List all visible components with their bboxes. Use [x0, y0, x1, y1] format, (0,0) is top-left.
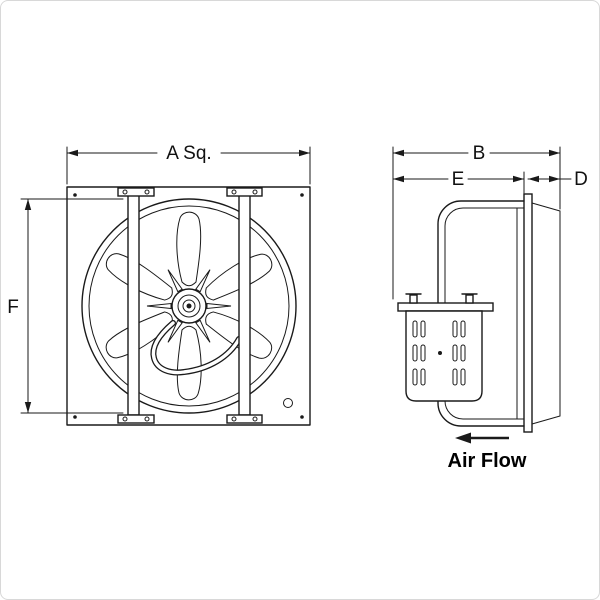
dim-d-label: D	[574, 169, 588, 190]
air-flow-label: Air Flow	[448, 450, 527, 472]
right-rail	[238, 194, 251, 416]
dim-e-label: E	[452, 169, 465, 190]
conduit-tube	[150, 320, 242, 376]
front-view	[66, 186, 311, 426]
air-flow-arrow-icon	[455, 432, 471, 444]
dim-f-label: F	[7, 297, 19, 318]
front-panel-outline	[66, 186, 311, 426]
dimension-b: B	[392, 143, 561, 300]
venturi-protrusion	[531, 202, 561, 425]
dimension-d: D	[527, 169, 588, 190]
rail-foot-plates	[117, 187, 263, 424]
motor-mount-plate	[397, 302, 494, 312]
dim-a-label: A Sq.	[166, 143, 211, 164]
motor-vent-slots	[412, 320, 466, 386]
wall-panel-edge	[523, 193, 533, 433]
venturi-inner-ring	[88, 205, 290, 407]
drain-hole	[283, 398, 293, 408]
dimension-e: E	[392, 169, 525, 194]
side-view	[397, 193, 561, 433]
fan-hub	[171, 288, 207, 324]
hub-spider	[146, 269, 232, 343]
air-flow-indicator: Air Flow	[448, 432, 527, 472]
venturi-outer-ring	[81, 198, 297, 414]
mount-bolts	[405, 293, 478, 304]
panel-fasteners	[73, 193, 304, 419]
dimension-f: F	[7, 198, 124, 414]
dimension-a: A Sq.	[66, 143, 311, 185]
dim-b-label: B	[473, 143, 486, 164]
left-rail	[127, 194, 140, 416]
